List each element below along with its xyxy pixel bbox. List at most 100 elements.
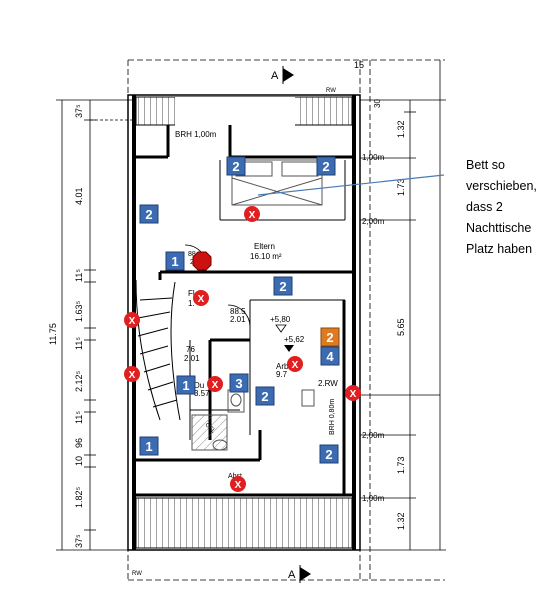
- dim-right-3: 5.65: [396, 318, 406, 336]
- x-marker-arbeit: X: [287, 356, 303, 372]
- marker-blue-2: 2: [316, 156, 336, 176]
- staircase: [135, 279, 181, 421]
- dim-left-6: 2.12⁵: [74, 370, 84, 392]
- brh-label-right: BRH 0,80m: [329, 399, 336, 435]
- rw-label-top: RW: [326, 88, 336, 94]
- thin-partitions: [189, 160, 346, 440]
- left-dimension-chain: [56, 99, 134, 551]
- svg-text:3: 3: [235, 376, 242, 391]
- level-mark-580: [275, 324, 287, 333]
- svg-text:2: 2: [279, 279, 286, 294]
- svg-text:4: 4: [326, 349, 334, 364]
- dim-left-7: 11⁵: [74, 411, 84, 424]
- rw-label-bottom: RW: [132, 571, 142, 577]
- svg-text:X: X: [129, 370, 136, 381]
- x-markers: X X X X X X X X: [124, 206, 361, 492]
- svg-text:X: X: [249, 210, 256, 221]
- dim-right-4: 1.73: [396, 456, 406, 474]
- svg-text:X: X: [292, 360, 299, 371]
- room-arbeit-area: 9.7: [276, 370, 288, 379]
- x-marker-bed: X: [244, 206, 260, 222]
- bathroom-fixtures: [191, 389, 315, 451]
- svg-text:1: 1: [145, 439, 152, 454]
- marker-blue-8: 2: [255, 386, 275, 406]
- svg-text:A: A: [288, 569, 296, 581]
- dim-right-2: 1.73: [396, 178, 406, 196]
- svg-text:X: X: [198, 294, 205, 305]
- x-marker-stair-bottom: X: [124, 366, 140, 382]
- blue-markers: 2 2 2 1 2 1 3 2 4 1 2: [139, 156, 340, 464]
- callout-line: [257, 174, 445, 196]
- section-marker-top: A: [271, 66, 294, 84]
- svg-text:X: X: [235, 480, 242, 491]
- room-bad-name: Du: [194, 381, 204, 390]
- marker-blue-11: 2: [319, 444, 339, 464]
- dim-top-right: 15: [354, 60, 364, 70]
- svg-text:X: X: [350, 389, 357, 400]
- height-mark-2: 2,00m: [362, 217, 385, 226]
- marker-blue-5: 2: [273, 276, 293, 296]
- door-88-height: 2.01: [230, 315, 246, 324]
- x-marker-flur: X: [193, 290, 209, 306]
- dim-right-5: 1.32: [396, 512, 406, 530]
- svg-text:A: A: [271, 70, 279, 82]
- svg-text:2: 2: [232, 159, 239, 174]
- x-marker-window: X: [345, 385, 361, 401]
- door-88-width: 88.5: [230, 307, 246, 316]
- x-marker-abst: X: [230, 476, 246, 492]
- dim-left-2: 4.01: [74, 187, 84, 205]
- bed: [231, 159, 323, 206]
- marker-blue-9: 4: [320, 346, 340, 366]
- level-580: +5,80: [270, 315, 291, 324]
- dim-left-11: 37⁵: [74, 534, 84, 548]
- stop-octagon-icon: [192, 251, 212, 271]
- room-flur-area: 1.: [188, 299, 195, 308]
- door-88-eltern-h: 2: [190, 259, 194, 266]
- svg-text:1: 1: [182, 378, 189, 393]
- dim-left-8: 96: [74, 438, 84, 448]
- height-mark-4: 1,00m: [362, 494, 385, 503]
- height-mark-1: 1,00m: [362, 153, 385, 162]
- door-88-eltern: 88: [188, 251, 196, 258]
- marker-blue-10: 1: [139, 436, 159, 456]
- marker-blue-7: 3: [229, 373, 249, 393]
- room-abst-name: Abst: [228, 473, 242, 480]
- roof-hatching-top: [135, 96, 353, 127]
- dim-left-4: 1.63⁵: [74, 300, 84, 322]
- roof-outline: [127, 59, 445, 581]
- door-76-width: 76: [186, 345, 195, 354]
- level-562: +5,62: [284, 335, 305, 344]
- marker-blue-1: 2: [226, 156, 246, 176]
- dim-top-small: 30: [373, 99, 382, 108]
- svg-text:X: X: [129, 316, 136, 327]
- dim-total-height: 11.75: [48, 323, 58, 345]
- rw-label-right: 2.RW: [318, 379, 338, 388]
- brh-label-top: BRH 1,00m: [175, 130, 217, 139]
- dim-left-3: 11⁵: [74, 269, 84, 282]
- annotation-note: Bett so verschieben, dass 2 Nachttische …: [466, 158, 537, 256]
- x-marker-stair-top: X: [124, 312, 140, 328]
- door-76-height: 2.01: [184, 354, 200, 363]
- svg-text:2: 2: [322, 159, 329, 174]
- x-marker-bad: X: [207, 376, 223, 392]
- marker-blue-3: 2: [139, 204, 159, 224]
- marker-blue-4: 1: [165, 251, 185, 271]
- room-arbeit-name: Arb: [276, 362, 289, 371]
- right-dimension-chain: [354, 60, 446, 551]
- room-eltern-name: Eltern: [254, 242, 275, 251]
- dim-left-9: 10: [74, 456, 84, 466]
- marker-blue-6: 1: [176, 375, 196, 395]
- room-eltern-area: 16.10 m²: [250, 252, 282, 261]
- svg-text:1: 1: [171, 254, 178, 269]
- dim-left-1: 37⁵: [74, 104, 84, 118]
- dim-left-10: 1.82⁵: [74, 486, 84, 508]
- svg-text:2: 2: [326, 330, 333, 345]
- svg-text:X: X: [212, 380, 219, 391]
- height-mark-3: 2,00m: [362, 431, 385, 440]
- section-marker-bottom: A: [288, 565, 311, 583]
- dim-right-1: 1.32: [396, 120, 406, 138]
- svg-text:2: 2: [145, 207, 152, 222]
- dim-left-5: 11⁵: [74, 337, 84, 350]
